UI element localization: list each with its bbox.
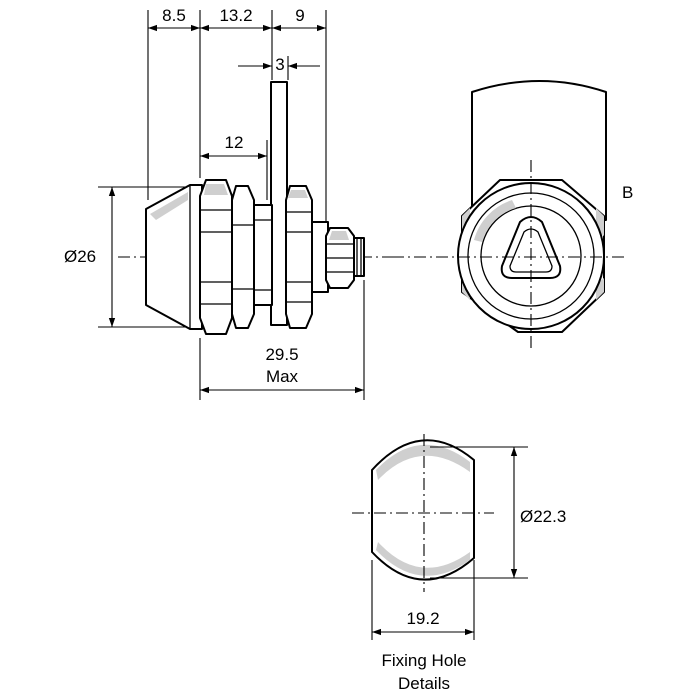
dim-12-label: 12: [225, 133, 244, 152]
dim-dia26-label: Ø26: [64, 247, 96, 266]
fixing-hole-detail: Ø22.3 19.2 Fixing Hole Details: [352, 434, 566, 693]
fixing-hole-caption-line1: Fixing Hole: [381, 651, 466, 670]
triangular-keyway: [500, 216, 562, 279]
dim-13-2-label: 13.2: [219, 6, 252, 25]
washer-nut: [231, 185, 255, 329]
dim-29-5-label: 29.5: [265, 345, 298, 364]
dim-dia22-3-label: Ø22.3: [520, 507, 566, 526]
dim-9-label: 9: [295, 6, 304, 25]
fixing-hole-shape: [371, 439, 475, 581]
cam-plate: [270, 81, 288, 326]
dim-19-2-label: 19.2: [406, 609, 439, 628]
threaded-end: [353, 237, 365, 277]
dim-8-5-label: 8.5: [162, 6, 186, 25]
fixing-hole-caption-line2: Details: [398, 674, 450, 693]
view-b-label: B: [622, 183, 633, 202]
rear-hex-nut: [285, 185, 313, 329]
front-view: B: [392, 80, 633, 350]
dim-3-label: 3: [275, 55, 284, 74]
dim-max-label: Max: [266, 367, 299, 386]
front-hex-nut: [199, 179, 233, 335]
side-view: 8.5 13.2 9 3 12 Ø26 29.5 Max: [64, 6, 392, 400]
